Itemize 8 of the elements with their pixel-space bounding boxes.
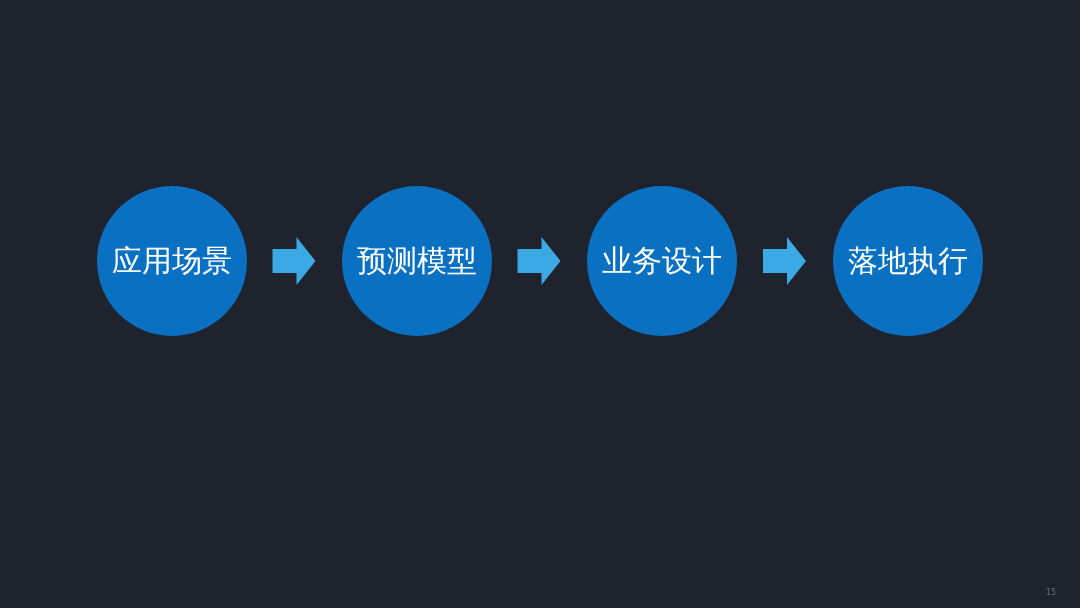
block-arrow bbox=[272, 237, 316, 285]
step-label: 业务设计 bbox=[602, 241, 722, 280]
block-arrow bbox=[517, 237, 561, 285]
step-label: 预测模型 bbox=[357, 241, 477, 280]
block-arrow bbox=[763, 237, 806, 285]
step-label: 落地执行 bbox=[848, 241, 968, 280]
page-number: 15 bbox=[1046, 588, 1057, 597]
step-label: 应用场景 bbox=[112, 241, 232, 280]
